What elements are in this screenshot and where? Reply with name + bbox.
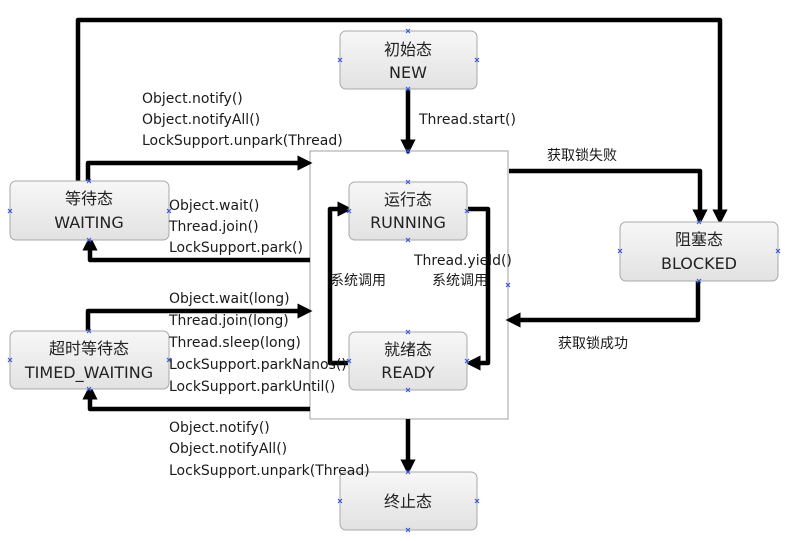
label-timed-enter-5: LockSupport.parkUntil()	[169, 379, 335, 395]
label-timed-exit-2: Object.notifyAll()	[169, 441, 287, 457]
arrow-container-to-waiting	[82, 235, 310, 263]
handle-new-bottom	[405, 86, 411, 92]
label-timed-enter-3: Thread.sleep(long)	[168, 335, 301, 351]
label-timed-enter-4: LockSupport.parkNanos()	[169, 357, 347, 373]
label-to-waiting-2: Object.notifyAll()	[142, 112, 260, 128]
handle-terminated-bottom	[405, 527, 411, 533]
handle-terminated-top	[405, 469, 411, 475]
label-waiting-enter-2: Thread.join()	[168, 219, 259, 235]
handle-terminated-right	[474, 498, 480, 504]
handle-timed-bottom	[86, 386, 92, 392]
arrow-timed-to-container	[85, 303, 313, 332]
label-lock-fail: 获取锁失败	[547, 148, 617, 164]
handle-blocked-left	[617, 248, 623, 254]
handle-timed-right	[166, 357, 172, 363]
state-timed-waiting-cn: 超时等待态	[49, 339, 129, 358]
label-waiting-enter-3: LockSupport.park()	[169, 240, 303, 256]
handle-running-top	[405, 179, 411, 185]
label-timed-enter-2: Thread.join(long)	[168, 313, 289, 329]
handle-container-top	[405, 148, 411, 154]
handle-ready-right	[464, 358, 470, 364]
handle-container-right	[505, 282, 511, 288]
state-ready-en: READY	[381, 363, 435, 382]
handle-blocked-top	[696, 219, 702, 225]
state-running-en: RUNNING	[370, 213, 446, 232]
handle-waiting-right	[166, 208, 172, 214]
label-to-waiting-1: Object.notify()	[142, 91, 243, 107]
state-ready[interactable]: 就绪态 READY	[348, 331, 468, 391]
handle-new-left	[337, 57, 343, 63]
label-timed-exit-1: Object.notify()	[169, 420, 270, 436]
state-ready-cn: 就绪态	[384, 340, 432, 359]
arrow-container-to-blocked	[509, 168, 708, 225]
handle-waiting-top	[86, 178, 92, 184]
label-waiting-enter-1: Object.wait()	[169, 198, 259, 214]
state-running-cn: 运行态	[384, 190, 432, 209]
handle-ready-top	[405, 329, 411, 335]
state-new-en: NEW	[389, 63, 427, 82]
state-blocked-en: BLOCKED	[661, 254, 737, 273]
label-to-waiting-3: LockSupport.unpark(Thread)	[142, 133, 343, 149]
state-terminated[interactable]: 终止态	[339, 471, 478, 531]
arrow-running-to-ready	[465, 206, 491, 371]
state-running[interactable]: 运行态 RUNNING	[348, 181, 468, 241]
handle-running-right	[464, 208, 470, 214]
handle-new-top	[405, 28, 411, 34]
state-new-cn: 初始态	[384, 40, 432, 59]
state-timed-waiting[interactable]: 超时等待态 TIMED_WAITING	[9, 330, 170, 390]
handle-timed-top	[86, 328, 92, 334]
handle-running-left	[346, 208, 352, 214]
handle-running-bottom	[405, 237, 411, 243]
handle-waiting-bottom	[86, 237, 92, 243]
handle-new-right	[474, 57, 480, 63]
label-sys-call-left: 系统调用	[330, 273, 386, 289]
arrow-container-to-timed	[82, 384, 310, 412]
label-lock-success: 获取锁成功	[558, 336, 628, 352]
handle-blocked-bottom	[696, 278, 702, 284]
handle-ready-bottom	[405, 387, 411, 393]
handle-blocked-right	[775, 248, 781, 254]
connectors	[75, 17, 728, 475]
label-timed-enter-1: Object.wait(long)	[169, 291, 290, 307]
arrow-waiting-to-container	[85, 155, 313, 181]
state-timed-waiting-en: TIMED_WAITING	[24, 363, 153, 383]
selection-handles	[7, 28, 781, 533]
state-terminated-cn: 终止态	[384, 492, 432, 511]
arrow-blocked-to-container	[505, 281, 701, 328]
state-waiting-cn: 等待态	[65, 189, 113, 208]
handle-ready-left	[346, 358, 352, 364]
label-thread-start: Thread.start()	[418, 112, 516, 128]
handle-timed-left	[7, 357, 13, 363]
state-blocked[interactable]: 阻塞态 BLOCKED	[619, 221, 779, 282]
state-blocked-cn: 阻塞态	[675, 230, 723, 249]
transition-labels: Thread.start() Object.notify() Object.no…	[142, 91, 628, 479]
state-new[interactable]: 初始态 NEW	[339, 30, 478, 90]
state-waiting[interactable]: 等待态 WAITING	[9, 180, 170, 241]
arrow-ready-to-running	[327, 201, 353, 366]
state-waiting-en: WAITING	[54, 213, 123, 232]
handle-waiting-left	[7, 208, 13, 214]
handle-terminated-left	[337, 498, 343, 504]
label-timed-exit-3: LockSupport.unpark(Thread)	[169, 463, 370, 479]
arrow-waiting-to-blocked	[75, 17, 728, 225]
label-yield-call: Thread.yield()	[413, 253, 512, 269]
label-sys-call-right: 系统调用	[432, 273, 488, 289]
